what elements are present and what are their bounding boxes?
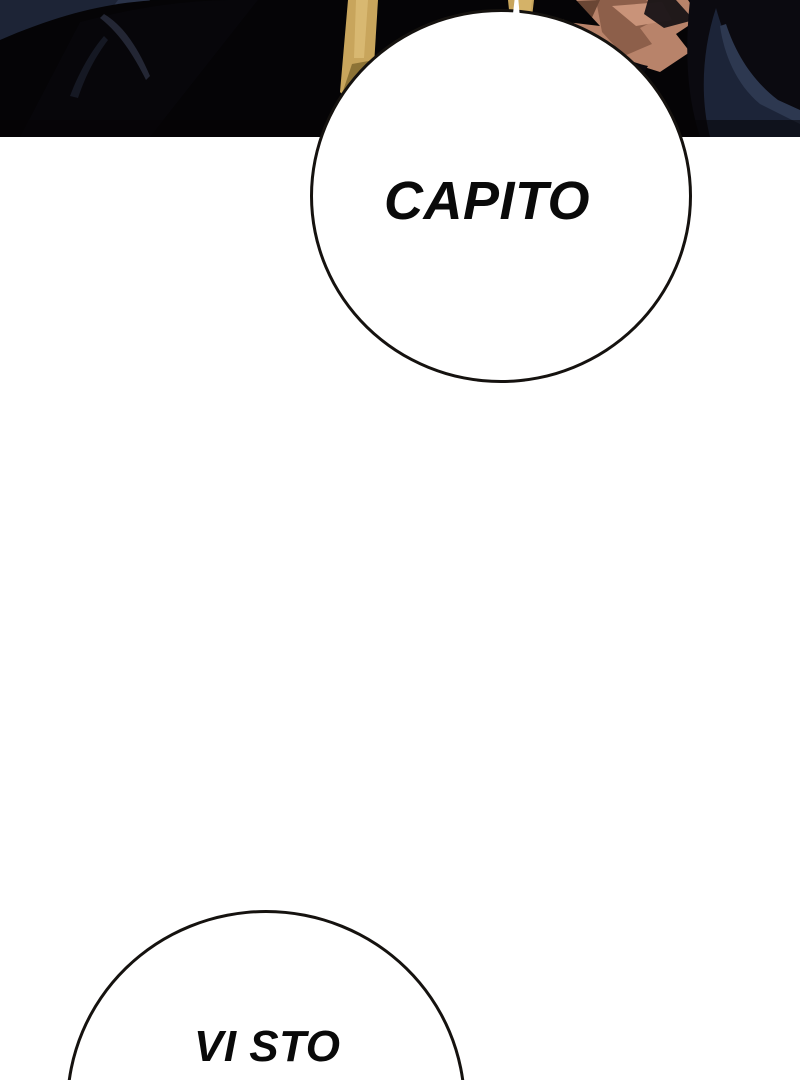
- speech-balloon-capito: [310, 9, 692, 383]
- speech-text-capito: CAPITO: [384, 171, 591, 231]
- speech-text-visto: VI STO: [194, 1022, 341, 1071]
- speech-balloon-tail-icon: [505, 0, 527, 58]
